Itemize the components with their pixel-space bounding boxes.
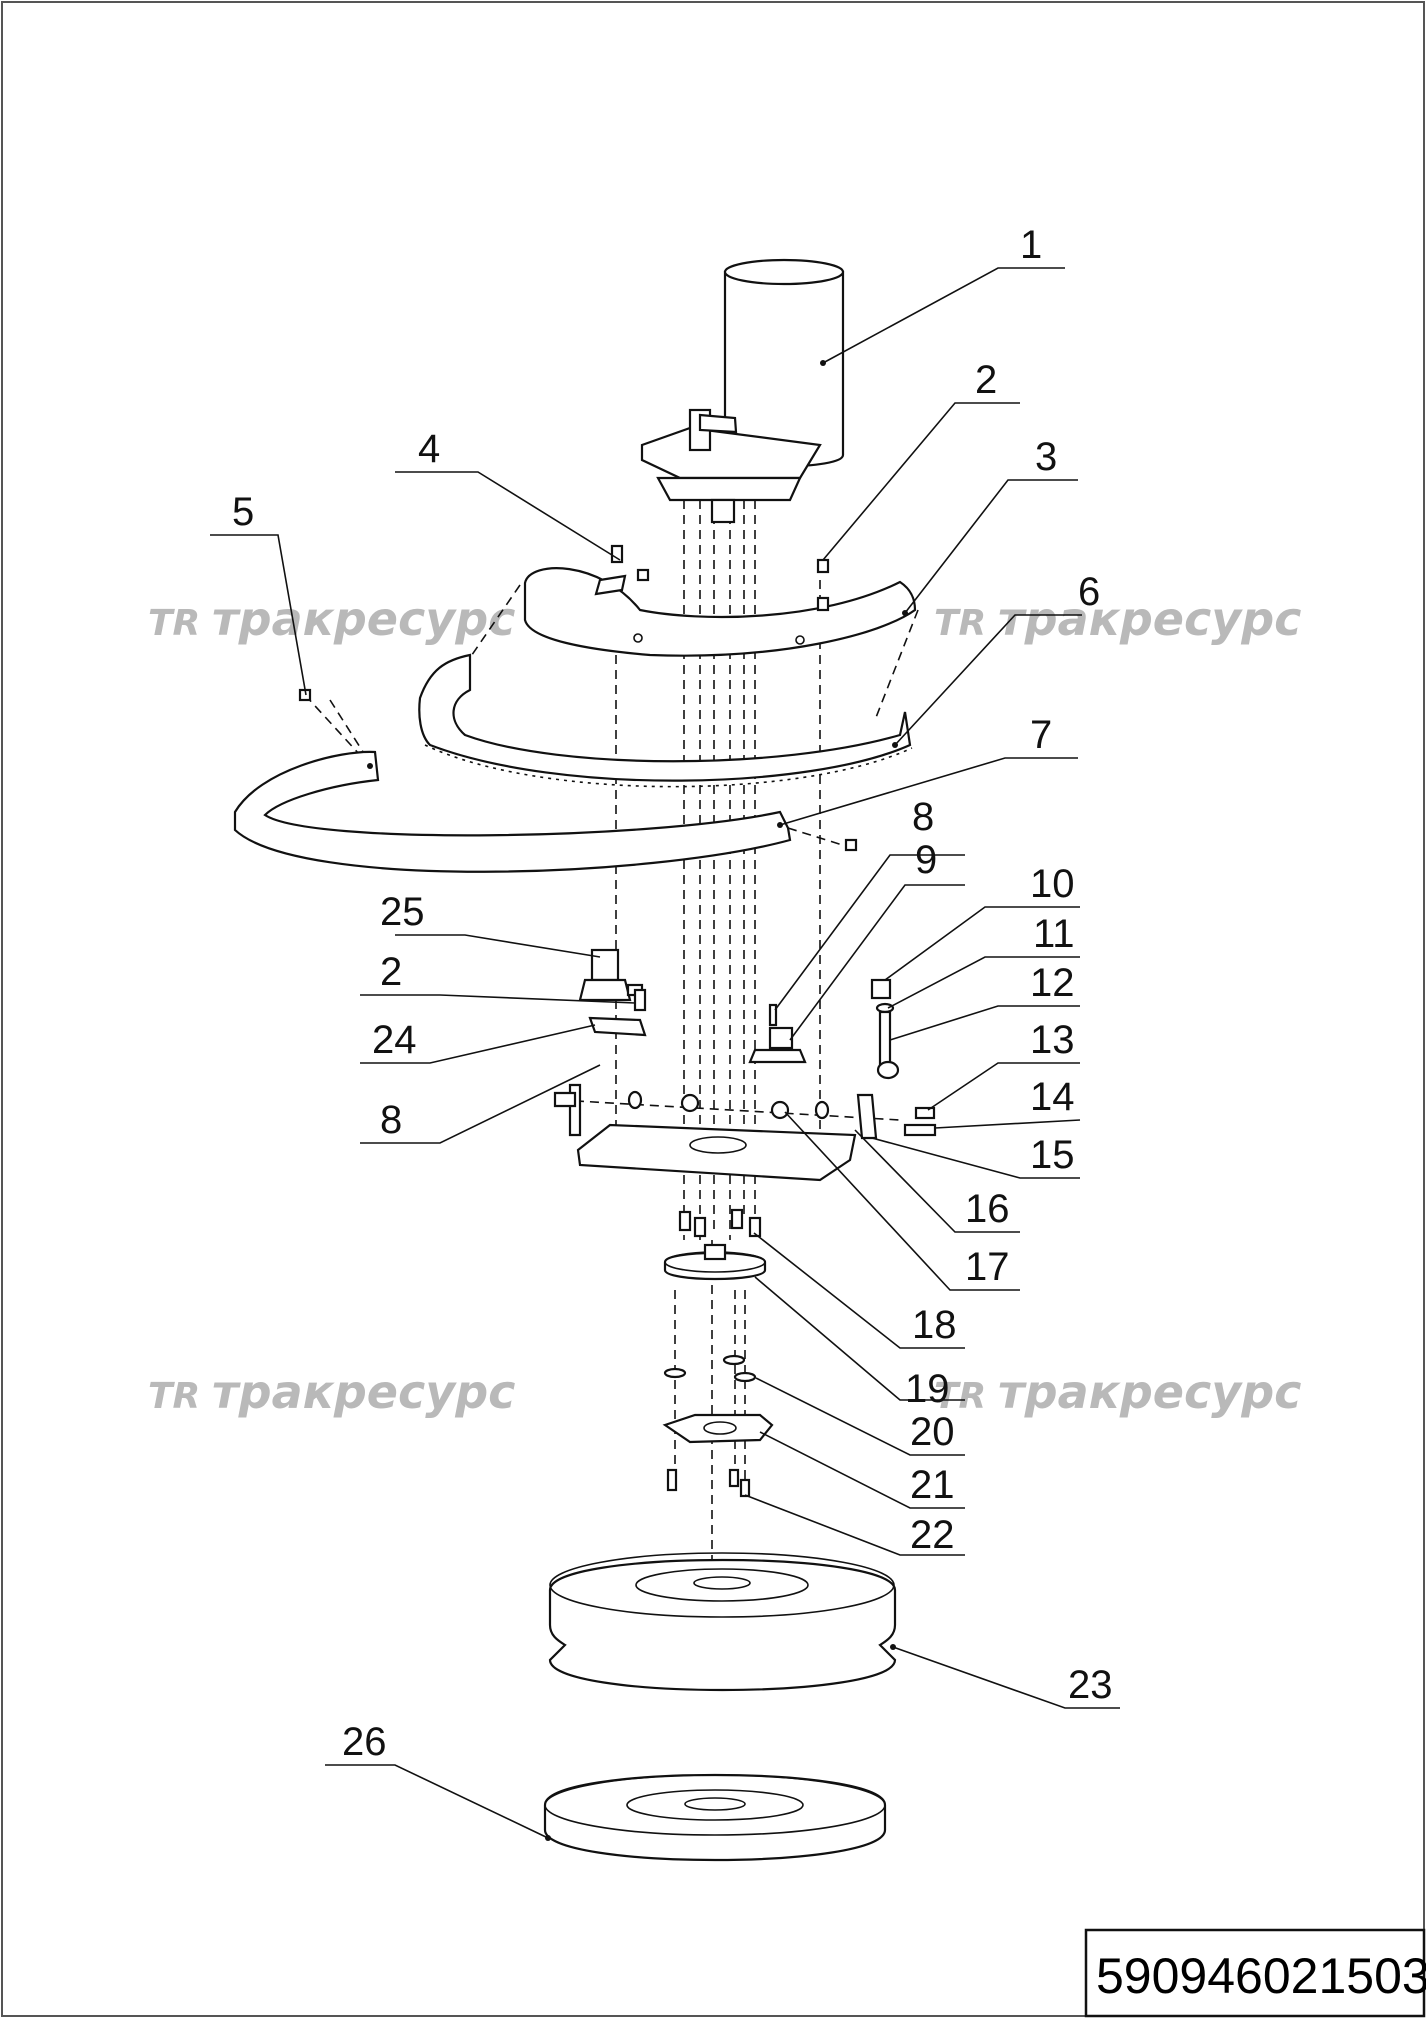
callout-3: 3	[1035, 435, 1057, 479]
bolts-below-plate	[678, 1208, 762, 1238]
callout-10: 10	[1030, 862, 1075, 906]
callout-16: 16	[965, 1187, 1010, 1231]
watermark-logo: TR	[148, 603, 200, 644]
part-23-pulley	[548, 1552, 897, 1692]
callout-5: 5	[232, 490, 254, 534]
callout-17: 17	[965, 1245, 1010, 1289]
part-19-flange	[663, 1243, 767, 1281]
callout-labels: 1 2 3 4 5 6 7 8 9 10 11 12 13 14 15 16 1…	[232, 223, 1113, 1764]
watermark-text: тракресурс	[212, 1365, 515, 1419]
callout-18: 18	[912, 1303, 957, 1347]
callout-19: 19	[905, 1367, 950, 1411]
callout-15: 15	[1030, 1133, 1075, 1177]
callout-2-lower: 2	[380, 950, 402, 994]
part-7-band	[233, 750, 792, 873]
watermark-mid-left: TR тракресурс	[148, 1365, 515, 1419]
watermark-logo: TR	[934, 603, 986, 644]
watermark-logo: TR	[934, 1376, 986, 1417]
part-25-valve	[578, 948, 647, 1037]
callout-23: 23	[1068, 1663, 1113, 1707]
watermark-text: тракресурс	[998, 1365, 1301, 1419]
part-6-toothed-ring	[418, 653, 913, 788]
callout-1: 1	[1020, 223, 1042, 267]
callout-7: 7	[1030, 713, 1052, 757]
part-code-box: 590946021503	[1084, 1928, 1426, 2018]
callout-24: 24	[372, 1018, 417, 1062]
callout-14: 14	[1030, 1075, 1075, 1119]
part-26-base-disc	[543, 1773, 887, 1862]
watermark-logo: TR	[148, 1376, 200, 1417]
callout-6: 6	[1078, 570, 1100, 614]
part-9-valve	[748, 1003, 807, 1064]
watermark-text: тракресурс	[998, 592, 1301, 646]
callout-13: 13	[1030, 1018, 1075, 1062]
callout-8-lower: 8	[380, 1098, 402, 1142]
parts-20-22-washers	[662, 1354, 774, 1498]
mounting-plate-assembly	[553, 1083, 937, 1182]
watermark-top-right: TR тракресурс	[934, 592, 1301, 646]
callout-20: 20	[910, 1410, 955, 1454]
part-1-motor	[640, 258, 845, 524]
watermark-top-left: TR тракресурс	[148, 592, 515, 646]
leader-lines	[210, 267, 1120, 1839]
callout-21: 21	[910, 1463, 955, 1507]
parts-10-14-pin-stack	[870, 978, 900, 1080]
callout-2: 2	[975, 358, 997, 402]
watermark-mid-right: TR тракресурс	[934, 1365, 1301, 1419]
callout-9: 9	[915, 838, 937, 882]
watermark-text: тракресурс	[212, 592, 515, 646]
callout-25: 25	[380, 890, 425, 934]
callout-8: 8	[912, 795, 934, 839]
callout-4: 4	[418, 427, 440, 471]
callout-11: 11	[1033, 912, 1075, 956]
part-3-upper-guard	[523, 567, 917, 657]
callout-12: 12	[1030, 961, 1075, 1005]
part-code: 590946021503	[1096, 1948, 1426, 2004]
callout-22: 22	[910, 1513, 955, 1557]
callout-26: 26	[342, 1720, 387, 1764]
